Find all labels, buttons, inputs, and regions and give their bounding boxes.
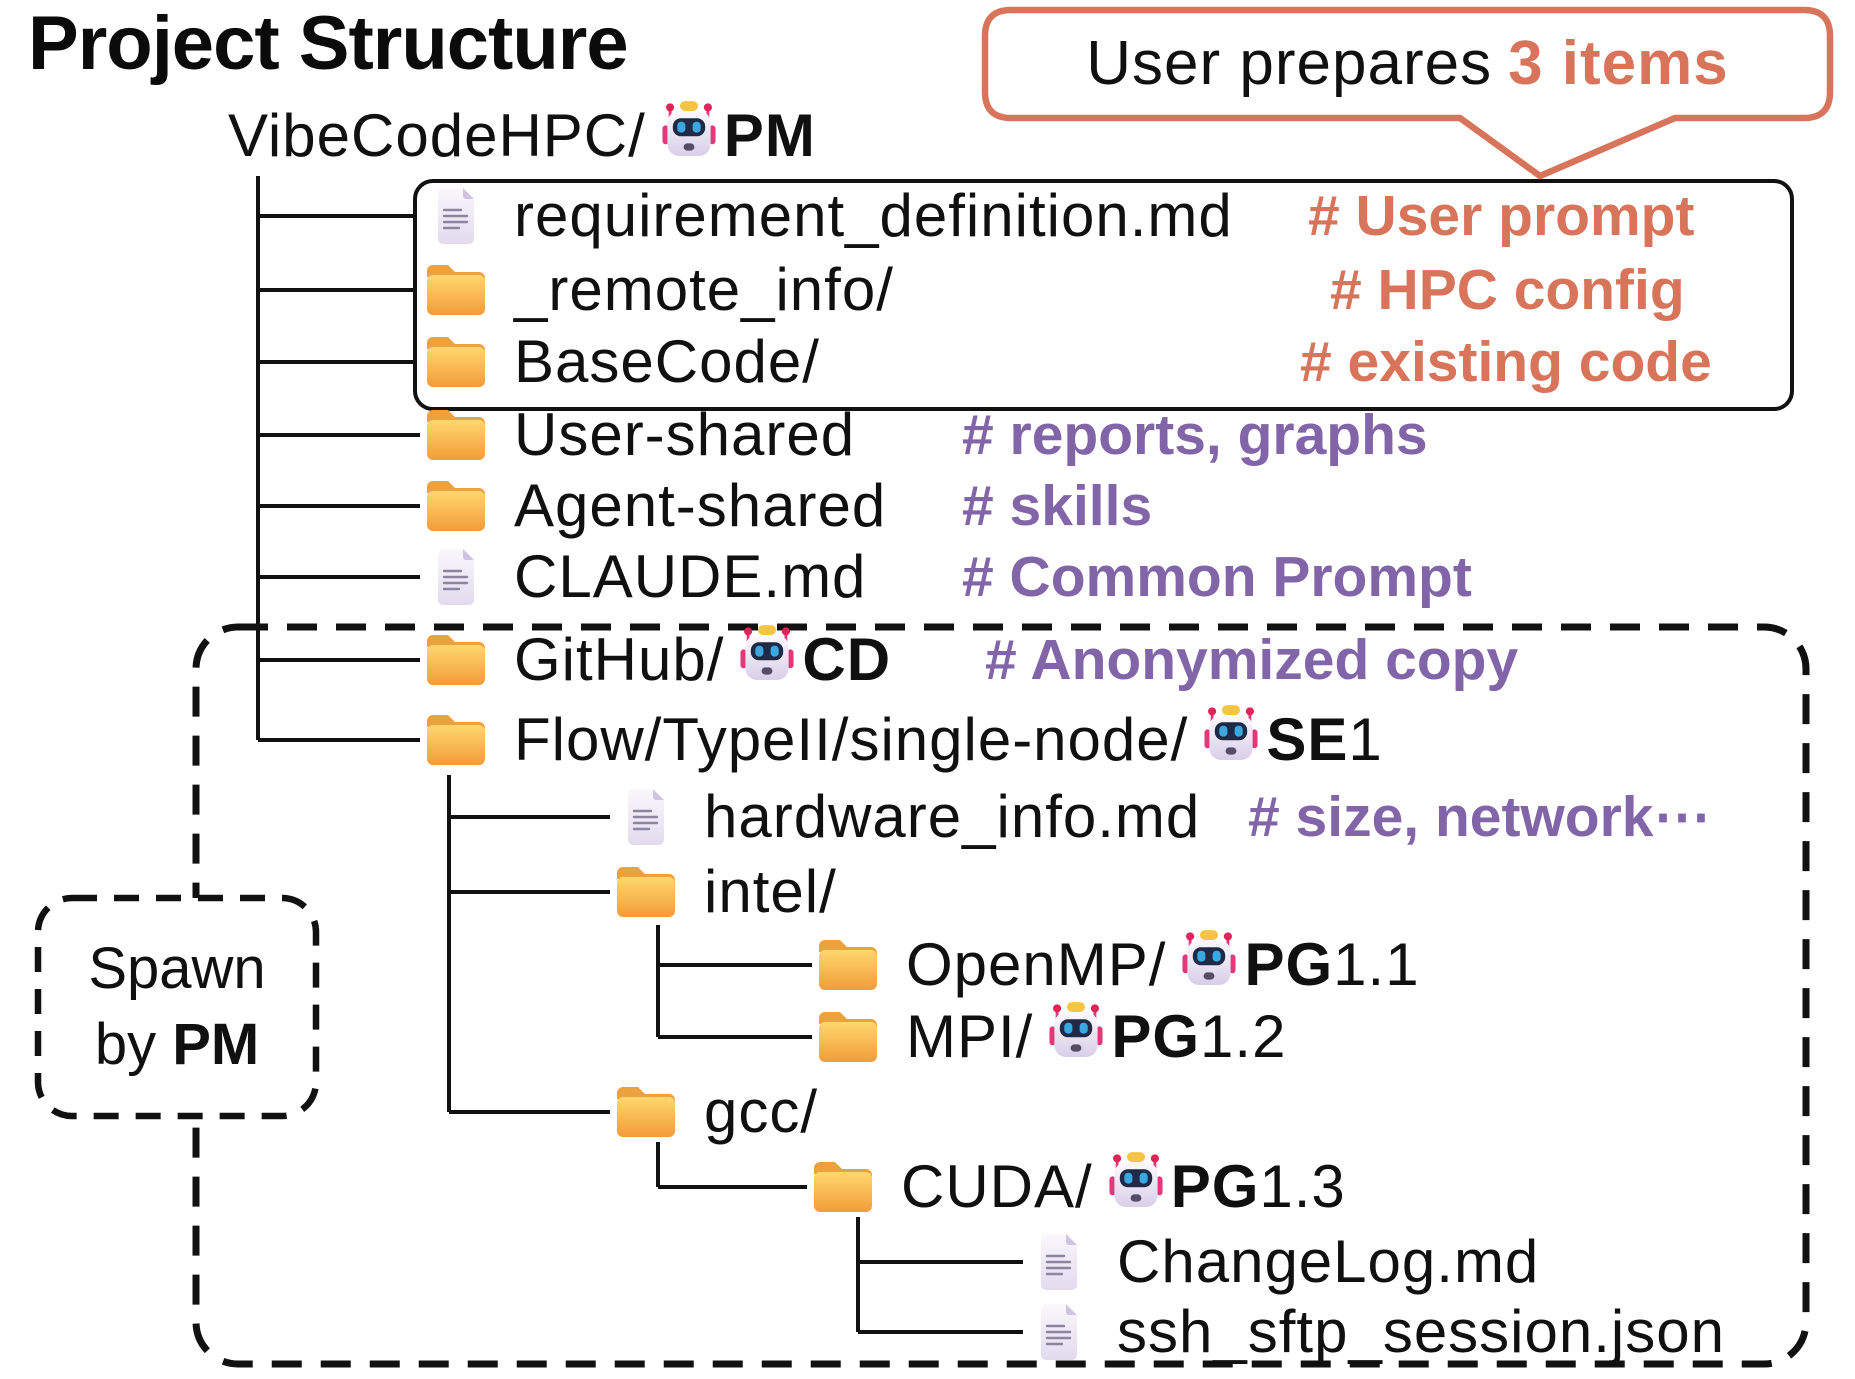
agent-name: PG [1170,1153,1260,1220]
agent-name: PG [1244,931,1334,998]
item-label: hardware_info.md [704,783,1201,850]
item-label: ssh_sftp_session.json [1117,1298,1725,1365]
tree-row-basecode: BaseCode/ # existing code [424,327,1712,397]
item-comment: # skills [962,474,1153,538]
item-label: requirement_definition.md [514,182,1233,249]
folder-icon [424,333,488,391]
callout-highlight: 3 items [1508,28,1729,98]
agent-number: 1.2 [1200,1003,1287,1070]
item-label: gcc/ [704,1078,819,1145]
item-label: _remote_info/ [514,256,894,323]
tree-row-intel: intel/ [614,857,837,927]
item-comment: # User prompt [1308,184,1695,248]
item-comment: # Anonymized copy [985,628,1519,692]
item-label: OpenMP/ [906,931,1167,998]
agent-number: 1 [1348,706,1383,773]
item-label: MPI/ [906,1003,1034,1070]
folder-icon [811,1158,875,1216]
folder-icon [614,863,678,921]
document-icon [1027,1303,1091,1361]
tree-connectors [256,176,1023,1334]
tree-row-changelog: ChangeLog.md [1027,1227,1539,1297]
callout-bubble [981,6,1834,180]
document-icon [424,187,488,245]
folder-icon [816,936,880,994]
folder-icon [816,1008,880,1066]
item-comment: # size, network⋯ [1248,785,1711,849]
folder-icon [424,711,488,769]
robot-icon [662,99,716,174]
spawn-label: Spawn by PM [38,898,316,1116]
tree-row-hardware: hardware_info.md # size, network⋯ [614,782,1711,852]
robot-icon [1109,1150,1163,1225]
spawn-label-line2: by PM [94,1012,260,1077]
item-label: intel/ [704,858,837,925]
folder-icon [424,631,488,689]
agent-name: CD [802,626,892,693]
item-comment: # reports, graphs [962,403,1428,467]
page-title: Project Structure [28,1,629,86]
item-label: ChangeLog.md [1117,1228,1540,1295]
item-label: Flow/TypeII/single-node/ [514,706,1189,773]
folder-icon [424,477,488,535]
document-icon [1027,1233,1091,1291]
callout-prefix: User prepares [1086,28,1493,98]
tree-row-usershared: User-shared # reports, graphs [424,400,1428,470]
item-comment: # HPC config [1330,258,1685,322]
robot-icon [1182,928,1237,1003]
robot-icon [1049,1000,1103,1075]
item-comment: # Common Prompt [962,545,1472,609]
document-icon [424,548,488,606]
tree-row-requirement: requirement_definition.md # User prompt [424,181,1694,251]
folder-icon [614,1083,678,1141]
tree-row-agentshared: Agent-shared # skills [424,471,1152,541]
robot-icon [1204,703,1258,778]
folder-icon [424,406,488,464]
agent-number: 1.3 [1259,1153,1346,1220]
tree-row-github: GitHub/ CD # Anonymized copy [424,623,1518,698]
callout-label: User prepares 3 items [985,8,1830,118]
robot-icon [740,623,794,698]
item-label: VibeCodeHPC/ [228,102,646,169]
item-label: User-shared [514,401,856,468]
tree-row-remote: _remote_info/ # HPC config [424,255,1685,325]
spawn-label-line1: Spawn [88,936,266,1001]
agent-name: SE [1266,706,1349,773]
tree-row-ssh: ssh_sftp_session.json [1027,1297,1725,1367]
item-label: CLAUDE.md [514,543,867,610]
item-label: CUDA/ [901,1153,1093,1220]
tree-row-root: VibeCodeHPC/ PM [228,99,816,174]
folder-icon [424,261,488,319]
spawn-label-box [34,894,320,1120]
item-comment: # existing code [1300,330,1712,394]
agent-number: 1.1 [1333,931,1420,998]
item-label: GitHub/ [514,626,725,693]
item-label: BaseCode/ [514,328,820,395]
agent-name: PM [723,102,816,169]
item-label: Agent-shared [514,472,887,539]
document-icon [614,788,678,846]
agent-name: PG [1111,1003,1201,1070]
tree-row-gcc: gcc/ [614,1077,818,1147]
user-items-box [413,179,1794,411]
tree-row-claude: CLAUDE.md # Common Prompt [424,542,1472,612]
